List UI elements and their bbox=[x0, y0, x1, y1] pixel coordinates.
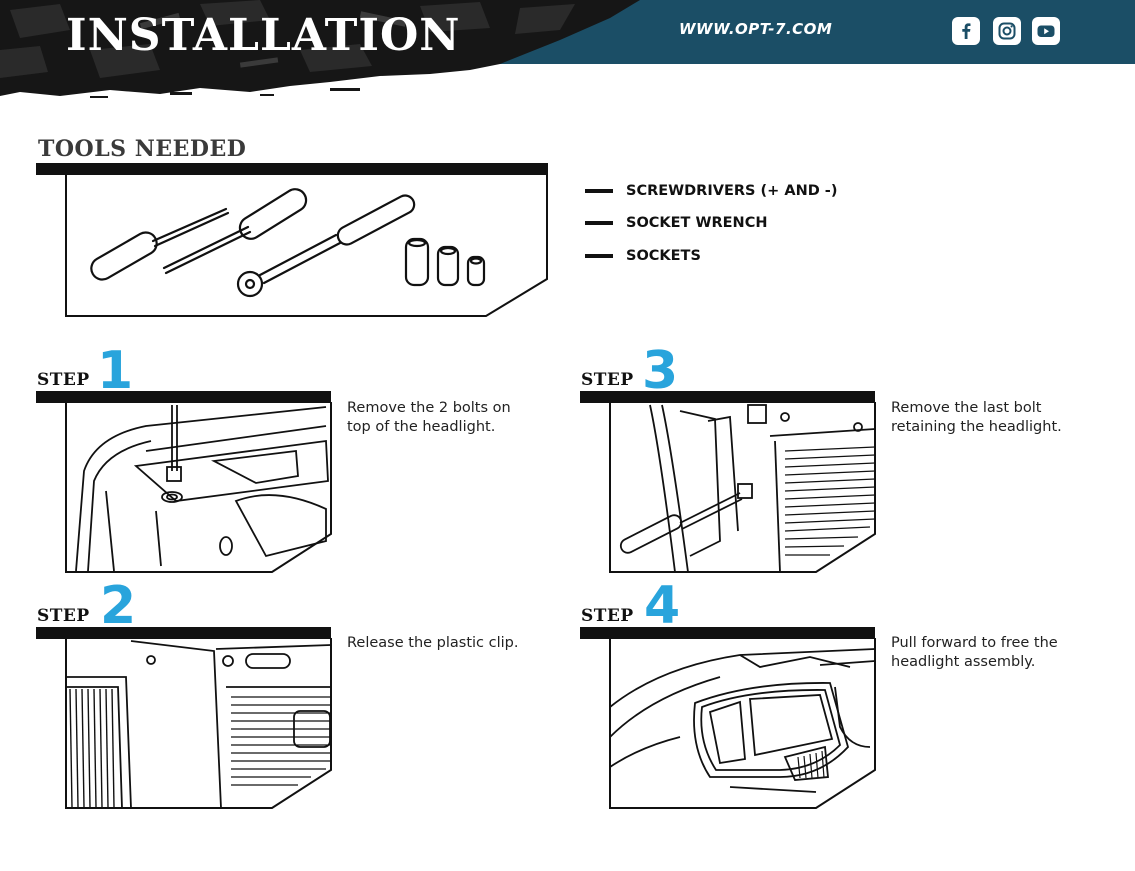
step-4-text: Pull forward to free the headlight assem… bbox=[891, 635, 1058, 670]
tools-heading: TOOLS NEEDED bbox=[38, 136, 247, 162]
step-4-illustration bbox=[609, 638, 876, 809]
list-dash bbox=[585, 254, 613, 258]
list-dash bbox=[585, 221, 613, 225]
step-3-bar bbox=[580, 391, 875, 403]
page-title: INSTALLATION bbox=[66, 10, 461, 61]
step-3-label: STEP bbox=[581, 370, 634, 390]
step-1-illustration bbox=[65, 402, 332, 573]
step-3-text: Remove the last bolt retaining the headl… bbox=[891, 400, 1062, 435]
youtube-icon[interactable] bbox=[1032, 17, 1060, 45]
tool-item: SOCKET WRENCH bbox=[585, 211, 767, 235]
tool-label: SOCKETS bbox=[626, 248, 701, 264]
tool-label: SOCKET WRENCH bbox=[626, 215, 768, 231]
step-2-bar bbox=[36, 627, 331, 639]
tool-label: SCREWDRIVERS (+ AND -) bbox=[626, 183, 838, 199]
step-1-label: STEP bbox=[37, 370, 90, 390]
tool-item: SCREWDRIVERS (+ AND -) bbox=[585, 179, 837, 203]
header-background bbox=[0, 0, 1135, 98]
step-3-number: 3 bbox=[642, 341, 679, 401]
tools-illustration bbox=[65, 174, 548, 317]
step-4-label: STEP bbox=[581, 606, 634, 626]
tool-item: SOCKETS bbox=[585, 244, 701, 268]
step-2-illustration bbox=[65, 638, 332, 809]
page-header: INSTALLATION WWW.OPT-7.COM bbox=[0, 0, 1135, 100]
step-4-bar bbox=[580, 627, 875, 639]
step-1-bar bbox=[36, 391, 331, 403]
list-dash bbox=[585, 189, 613, 193]
website-link[interactable]: WWW.OPT-7.COM bbox=[679, 20, 833, 38]
tools-panel-bar bbox=[36, 163, 548, 175]
instagram-icon[interactable] bbox=[993, 17, 1021, 45]
step-1-text: Remove the 2 bolts on top of the headlig… bbox=[347, 400, 511, 435]
step-4-number: 4 bbox=[644, 576, 681, 636]
step-2-number: 2 bbox=[100, 576, 137, 636]
facebook-icon[interactable] bbox=[952, 17, 980, 45]
step-2-label: STEP bbox=[37, 606, 90, 626]
step-1-number: 1 bbox=[97, 341, 134, 401]
step-2-text: Release the plastic clip. bbox=[347, 635, 519, 651]
step-3-illustration bbox=[609, 402, 876, 573]
